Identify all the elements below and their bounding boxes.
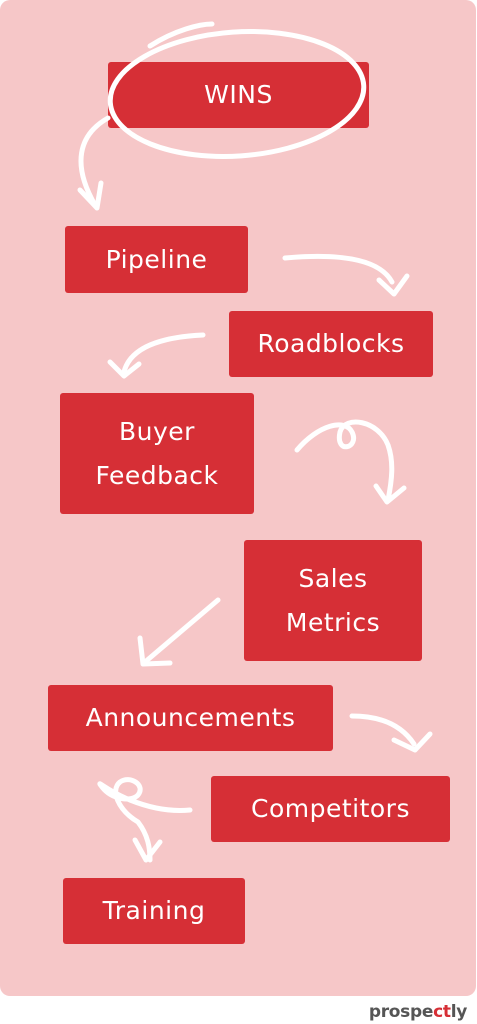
step-sales-metrics: Sales Metrics [244, 540, 422, 661]
step-buyer-feedback: Buyer Feedback [60, 393, 254, 514]
step-pipeline: Pipeline [65, 226, 248, 293]
brand-logo: prospectly [368, 1002, 467, 1022]
step-wins: WINS [108, 62, 369, 128]
step-training: Training [63, 878, 245, 944]
step-roadblocks: Roadblocks [229, 311, 433, 377]
step-announcements: Announcements [48, 685, 333, 751]
step-competitors: Competitors [211, 776, 450, 842]
